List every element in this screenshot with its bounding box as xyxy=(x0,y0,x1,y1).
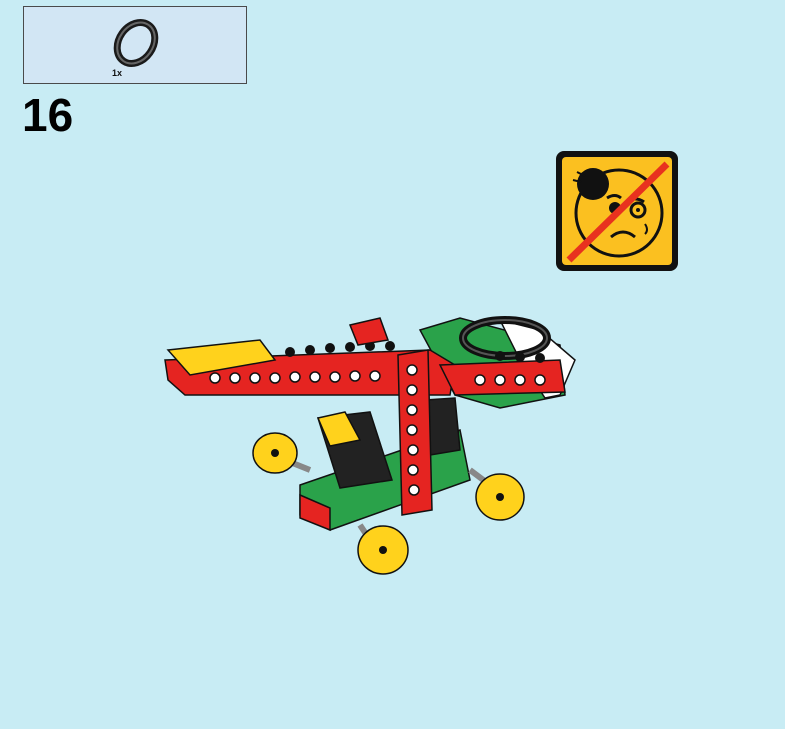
step-number: 16 xyxy=(22,89,74,141)
part-quantity: 1x xyxy=(112,68,123,78)
parts-callout: 1x xyxy=(23,6,247,84)
rubber-ring-icon xyxy=(113,19,159,67)
helicopter-model xyxy=(164,316,576,575)
no-projectile-to-face-icon xyxy=(556,151,678,271)
